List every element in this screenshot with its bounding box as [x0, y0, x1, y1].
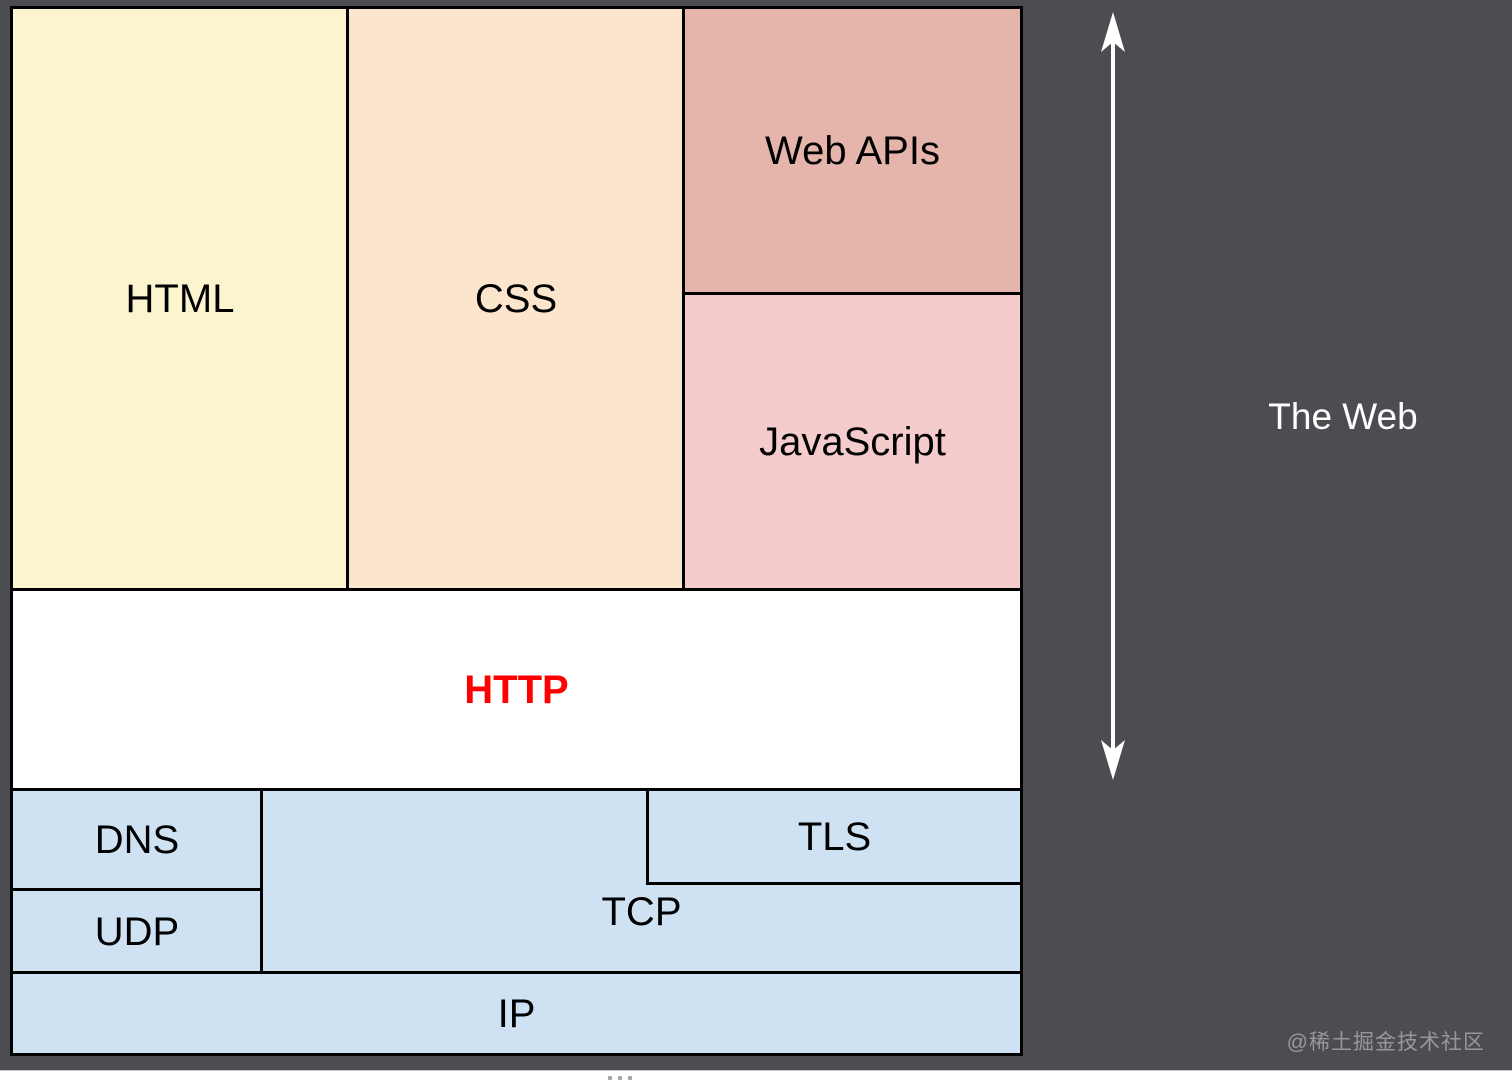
block-dns-label: DNS [94, 818, 180, 862]
block-javascript: JavaScript [682, 292, 1023, 592]
block-tls-label: TLS [797, 814, 872, 859]
block-ip-label: IP [497, 991, 536, 1036]
block-web-apis-label: Web APIs [765, 129, 940, 173]
the-web-annotation: The Web [1268, 396, 1418, 437]
viewer-footer-bar [0, 1070, 1512, 1084]
block-tcp-label: TCP [601, 890, 682, 934]
double-arrow-icon [1094, 10, 1132, 782]
block-html: HTML [10, 6, 350, 592]
block-css: CSS [346, 6, 686, 592]
block-http-label: HTTP [464, 668, 569, 712]
ellipsis-drag-handle-icon[interactable] [608, 1076, 632, 1080]
block-udp: UDP [10, 888, 264, 975]
block-html-label: HTML [125, 277, 235, 321]
block-ip: IP [10, 971, 1023, 1056]
block-tls: TLS [646, 788, 1023, 885]
block-dns: DNS [10, 788, 264, 892]
handle-dot [628, 1076, 632, 1080]
web-stack-diagram: HTML CSS Web APIs JavaScript HTTP DNS UD… [10, 6, 1023, 1056]
block-http: HTTP [10, 588, 1023, 792]
handle-dot [618, 1076, 622, 1080]
handle-dot [608, 1076, 612, 1080]
block-udp-label: UDP [94, 909, 180, 954]
block-javascript-label: JavaScript [759, 420, 946, 464]
watermark-text: @稀土掘金技术社区 [1286, 1031, 1485, 1054]
block-css-label: CSS [474, 277, 558, 321]
block-web-apis: Web APIs [682, 6, 1023, 296]
